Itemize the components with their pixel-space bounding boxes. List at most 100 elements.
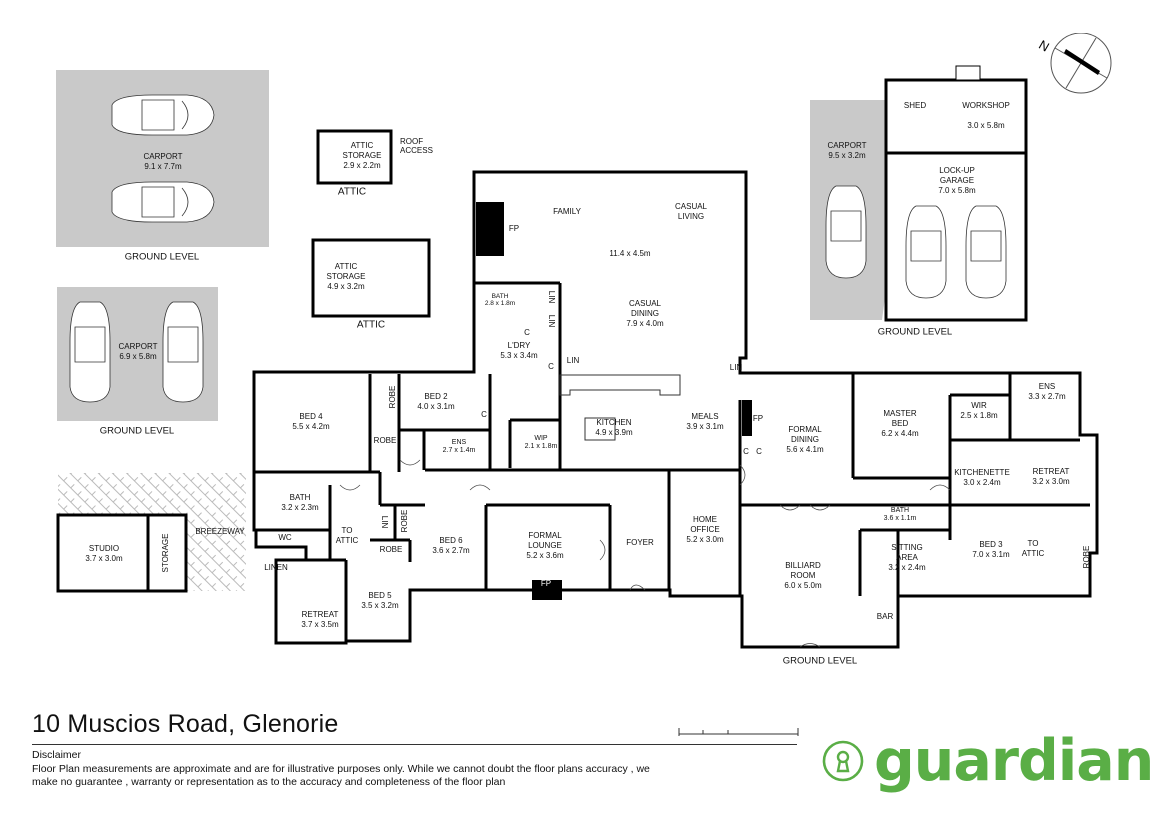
room-name: CARPORT [827,141,867,150]
compass-icon: N [1036,33,1112,94]
brand-wordmark: guardian [874,728,1151,794]
room-name: BED 6 [439,536,463,545]
robe-label-3: ROBE [400,509,409,533]
room-name: CARPORT [143,152,183,161]
footer-divider [32,744,797,745]
room-name: LOCK-UP GARAGE [939,166,975,185]
breezeway-label: BREEZEWAY [195,527,245,536]
room-name: ATTIC STORAGE [326,262,366,281]
room-dim: 3.6 x 2.7m [432,546,470,555]
lin-label-3: LIN [566,356,580,365]
main-house-walls [252,170,1099,649]
room-name: ENS [451,439,467,446]
room-dim: 7.9 x 4.0m [626,319,664,328]
room-dim: 2.7 x 1.4m [442,447,476,454]
room-name: MEALS [691,412,719,421]
attic-2-outline [311,238,431,318]
room-name: RETREAT [1032,467,1070,476]
room-dim: 3.0 x 5.8m [967,121,1005,130]
fireplace-family [476,202,504,256]
room-name: BED 5 [368,591,392,600]
fp-label-1: FP [508,224,520,233]
room-name: RETREAT [301,610,339,619]
brand-logo: guardian [822,728,1151,794]
room-name: FAMILY [553,207,581,216]
attic-1-outline [316,129,393,185]
room-dim: 11.4 x 4.5m [609,249,651,258]
room-name: BATH [491,293,509,300]
room-dim: 2.9 x 2.2m [343,161,381,170]
c-label-3: C [481,410,487,419]
room-name: SHED [903,101,927,110]
robe-label-1: ROBE [388,385,397,409]
room-dim: 7.0 x 5.8m [938,186,976,195]
room-dim: 4.0 x 3.1m [417,402,455,411]
compass-letter: N [1036,37,1052,55]
level-label-ground-main: GROUND LEVEL [782,655,858,667]
room-dim: 7.0 x 3.1m [972,550,1010,559]
room-name: CASUAL LIVING [674,202,708,221]
room-dim: 9.5 x 3.2m [828,151,866,160]
room-name: BILLIARD ROOM [785,561,821,580]
to-attic-label-2: TO ATTIC [1021,539,1045,558]
c-label-1: C [524,328,530,337]
room-dim: 4.9 x 3.9m [595,428,633,437]
room-dim: 6.0 x 5.0m [784,581,822,590]
room-dim: 5.2 x 3.6m [526,551,564,560]
room-label-shed: SHED [904,101,926,111]
disclaimer-text: Floor Plan measurements are approximate … [32,763,650,788]
scale-bar [678,728,799,736]
room-dim: 5.2 x 3.0m [686,535,724,544]
room-name: STUDIO [88,544,120,553]
room-name: FOYER [626,538,654,547]
keyhole-icon [822,740,864,782]
room-name: CASUAL DINING [628,299,662,318]
room-dim: 2.5 x 1.8m [960,411,998,420]
lin-label-4: LIN [729,363,743,372]
level-label-ground-1: GROUND LEVEL [124,251,200,263]
studio-walls [56,513,188,593]
room-name: WORKSHOP [962,101,1010,110]
room-label-workshop: WORKSHOP 3.0 x 5.8m [962,101,1010,131]
c-label-4: C [743,447,749,456]
c-label-5: C [756,447,762,456]
room-dim: 5.6 x 4.1m [786,445,824,454]
room-name: KITCHENETTE [954,468,1010,477]
car-icon-group [69,94,1007,403]
room-name: WIP [534,435,548,442]
room-dim: 3.2 x 2.4m [888,563,926,572]
room-dim: 3.9 x 3.1m [686,422,724,431]
lin-label-1: LIN [547,290,556,304]
property-address: 10 Muscios Road, Glenorie [32,710,339,738]
room-dim: 4.9 x 3.2m [327,282,365,291]
room-dim: 9.1 x 7.7m [144,162,182,171]
disclaimer-title: Disclaimer [32,749,82,761]
room-dim: 3.7 x 3.5m [301,620,339,629]
lin-label-5: LIN [380,515,389,529]
room-name: BED 2 [424,392,448,401]
room-name: BED 4 [299,412,323,421]
